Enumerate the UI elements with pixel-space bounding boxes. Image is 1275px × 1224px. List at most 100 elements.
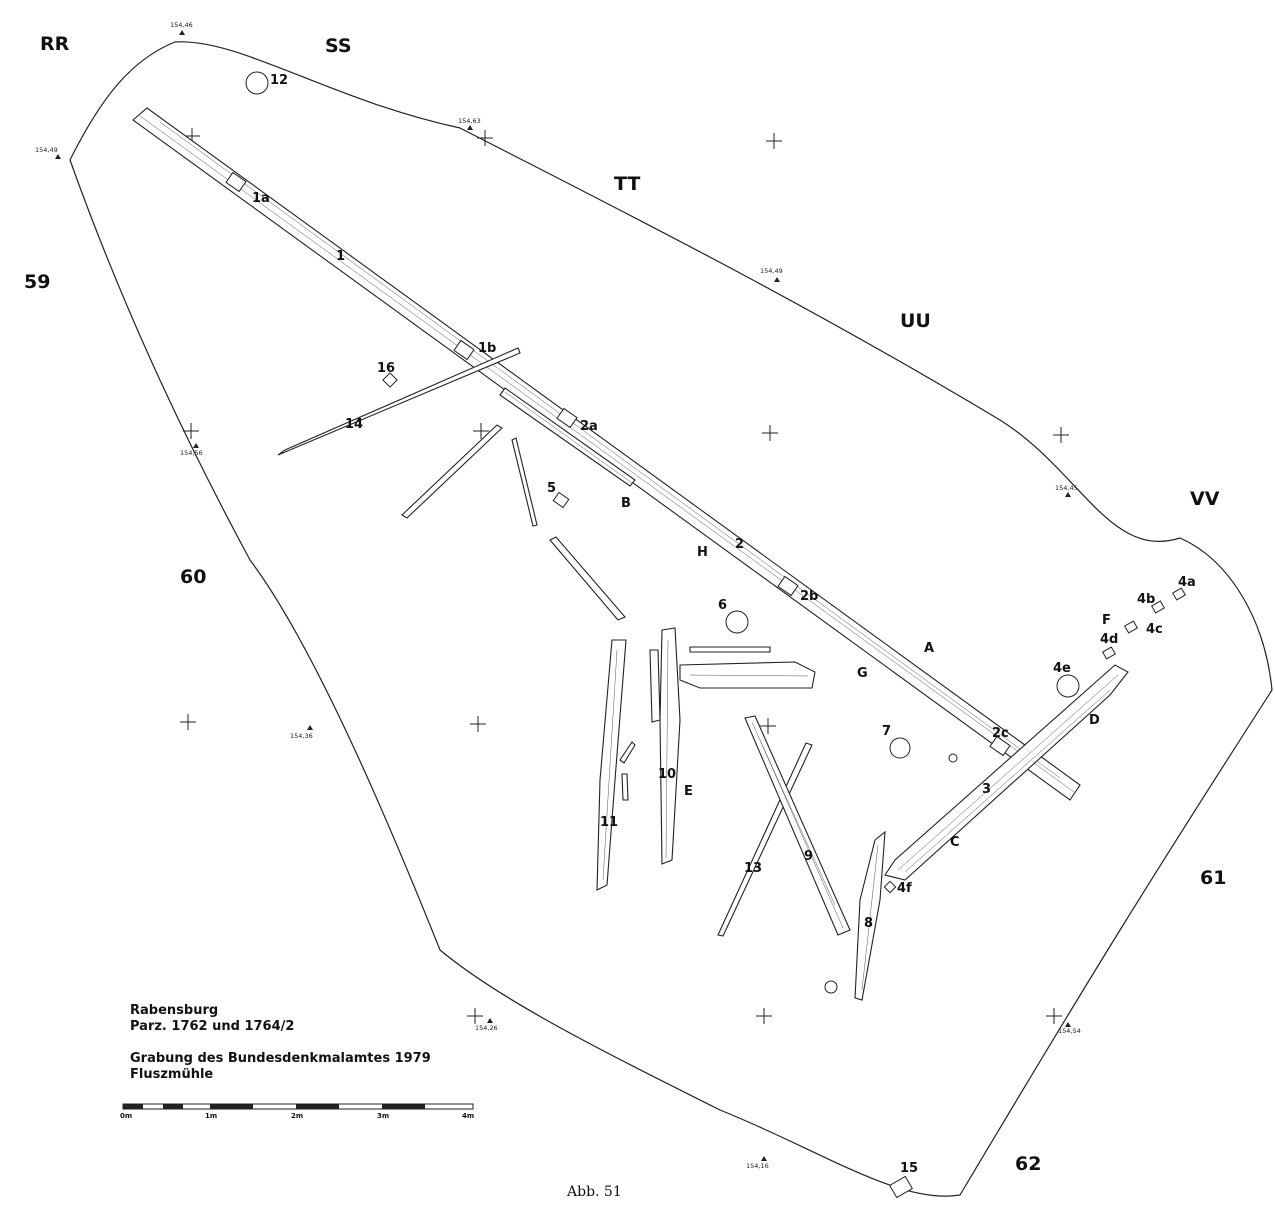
beam-10b [649, 649, 661, 723]
grid-label-TT: TT [614, 173, 640, 195]
elevation-label: 154,49 [760, 267, 783, 275]
feature-label-B: B [621, 496, 631, 511]
post-4b [1150, 600, 1166, 614]
feature-label-4c: 4c [1146, 622, 1163, 637]
post-15 [889, 1175, 913, 1199]
post-5 [552, 491, 570, 509]
scale-tick-3: 3m [377, 1112, 389, 1120]
beam-short-horizontal [689, 646, 771, 653]
feature-labels: 1 1a 1b 2 2a 2b 2c 3 4a 4b 4c 4d 4e 4f 5… [252, 73, 1196, 1176]
pit-6 [725, 610, 749, 634]
feature-label-7: 7 [882, 724, 891, 739]
post-4c [1123, 620, 1139, 634]
beam-11 [596, 639, 627, 891]
survey-grid-crosses [180, 128, 1069, 1024]
elevation-label: 154,36 [290, 732, 313, 740]
pit-7 [889, 737, 911, 759]
post-1b [453, 339, 475, 361]
feature-label-1b: 1b [478, 341, 496, 356]
elevation-label: 154,49 [35, 146, 58, 154]
feature-label-E: E [684, 784, 693, 799]
scale-tick-1: 1m [205, 1112, 217, 1120]
feature-label-2b: 2b [800, 589, 818, 604]
post-2b [777, 575, 799, 597]
grid-label-62: 62 [1015, 1153, 1041, 1175]
feature-label-C: C [950, 835, 960, 850]
pit-12 [245, 71, 269, 95]
grid-labels: RR SS TT UU VV 59 60 61 62 [24, 33, 1226, 1175]
feature-label-H: H [697, 545, 708, 560]
feature-label-15: 15 [900, 1161, 918, 1176]
feature-label-1: 1 [336, 249, 345, 264]
beam-fragment-b [621, 773, 629, 801]
feature-label-13: 13 [744, 861, 762, 876]
beam-horizontal [679, 661, 816, 689]
feature-label-F: F [1102, 613, 1111, 628]
pit-lower [824, 980, 838, 994]
pit-small [948, 753, 958, 763]
post-2a [556, 407, 578, 429]
post-4d [1101, 646, 1117, 660]
feature-label-4f: 4f [897, 881, 912, 896]
legend: Rabensburg Parz. 1762 und 1764/2 Grabung… [130, 1003, 431, 1082]
figure-caption: Abb. 51 [566, 1184, 622, 1200]
feature-label-D: D [1089, 713, 1100, 728]
feature-label-2: 2 [735, 537, 744, 552]
legend-parcel: Parz. 1762 und 1764/2 [130, 1019, 294, 1034]
grid-label-59: 59 [24, 271, 50, 293]
feature-label-2a: 2a [580, 419, 598, 434]
scale-tick-4: 4m [462, 1112, 474, 1120]
feature-label-2c: 2c [992, 726, 1009, 741]
post-1a [225, 171, 247, 193]
post-4a [1171, 587, 1187, 601]
post-16 [382, 372, 398, 388]
beam-diag-a [401, 424, 503, 519]
feature-label-4d: 4d [1100, 632, 1118, 647]
posts-and-pits [225, 71, 1187, 1199]
elevation-label: 154,46 [170, 21, 193, 29]
beam-diag-b [511, 437, 538, 527]
beam-10 [659, 627, 681, 865]
beam-fragment-a [619, 741, 636, 764]
feature-label-16: 16 [377, 361, 395, 376]
grid-label-61: 61 [1200, 867, 1226, 889]
feature-label-12: 12 [270, 73, 288, 88]
legend-excavation: Grabung des Bundesdenkmalamtes 1979 [130, 1051, 431, 1066]
feature-label-6: 6 [718, 598, 727, 613]
feature-label-3: 3 [982, 782, 991, 797]
beam-1-2 [132, 107, 1081, 801]
feature-label-A: A [924, 641, 934, 656]
feature-label-5: 5 [547, 481, 556, 496]
feature-label-1a: 1a [252, 191, 270, 206]
beam-3 [884, 664, 1129, 881]
feature-label-4b: 4b [1137, 592, 1155, 607]
elevation-label: 154,56 [180, 449, 203, 457]
feature-label-4a: 4a [1178, 575, 1196, 590]
elevation-label: 154,54 [1058, 1027, 1081, 1035]
post-4f [883, 880, 897, 894]
grid-label-UU: UU [900, 310, 931, 332]
feature-label-14: 14 [345, 417, 363, 432]
elevation-label: 154,45 [1055, 484, 1078, 492]
excavation-boundary [69, 41, 1273, 1197]
legend-site: Rabensburg [130, 1003, 218, 1018]
beam-diag-c [549, 536, 626, 621]
feature-label-4e: 4e [1053, 661, 1071, 676]
feature-label-10: 10 [658, 767, 676, 782]
feature-label-11: 11 [600, 815, 618, 830]
elevation-label: 154,16 [746, 1162, 769, 1170]
grid-label-60: 60 [180, 566, 206, 588]
grid-label-VV: VV [1190, 488, 1220, 510]
timber-beams [132, 107, 1129, 1001]
elevation-points: 154,46 154,49 154,63 154,49 154,45 154,5… [35, 21, 1081, 1170]
legend-object: Fluszmühle [130, 1067, 213, 1082]
pit-4e [1056, 674, 1080, 698]
scale-bar: 0m 1m 2m 3m 4m [120, 1103, 474, 1120]
feature-label-G: G [857, 666, 868, 681]
grid-label-RR: RR [40, 33, 70, 55]
beam-14 [277, 347, 521, 456]
scale-tick-0: 0m [120, 1112, 132, 1120]
grid-label-SS: SS [325, 35, 352, 57]
